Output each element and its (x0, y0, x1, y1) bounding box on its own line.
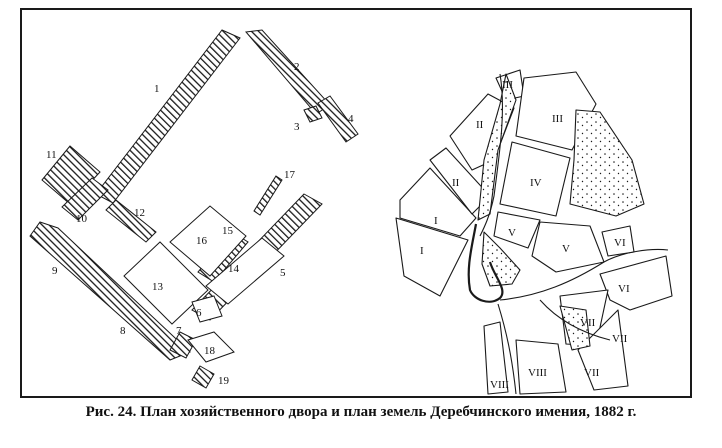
label-2: 2 (294, 61, 300, 73)
woodland-pond (481, 231, 521, 287)
field-label-VIII-a: VIII (490, 379, 509, 391)
field-VII-right (577, 309, 629, 391)
meadow-lower (559, 305, 591, 351)
farmyard-plan (29, 29, 359, 389)
label-4: 4 (348, 113, 354, 125)
field-label-VII-b: VII (612, 333, 628, 345)
label-19: 19 (218, 375, 230, 387)
field-VI-large (599, 255, 673, 311)
label-13: 13 (152, 281, 164, 293)
label-5: 5 (280, 267, 286, 279)
building-1 (95, 29, 241, 204)
building-19 (191, 365, 215, 389)
building-13 (123, 241, 209, 325)
road-north (479, 73, 503, 237)
farmyard-labels: 1 2 3 4 5 6 7 8 9 10 11 12 13 14 15 16 1… (46, 61, 354, 387)
building-3 (303, 105, 323, 123)
label-9: 9 (52, 265, 58, 277)
label-17: 17 (284, 169, 296, 181)
field-label-V-large: V (562, 243, 570, 255)
label-14: 14 (228, 263, 240, 275)
field-label-VIII-b: VIII (528, 367, 547, 379)
label-6: 6 (196, 307, 202, 319)
field-label-V-small: V (508, 227, 516, 239)
field-label-II-upper: II (476, 119, 484, 131)
building-12 (105, 199, 157, 243)
field-label-I-large: I (420, 245, 424, 257)
road-east (539, 299, 611, 341)
label-3: 3 (294, 121, 300, 133)
building-2 (245, 29, 331, 115)
building-6 (191, 295, 223, 323)
building-16 (169, 205, 247, 277)
meadow-strip (477, 73, 517, 221)
field-V-small (493, 211, 541, 249)
field-label-IV: IV (530, 177, 542, 189)
label-18: 18 (204, 345, 216, 357)
building-18 (187, 331, 235, 363)
label-16: 16 (196, 235, 208, 247)
label-1: 1 (154, 83, 160, 95)
label-8: 8 (120, 325, 126, 337)
field-V-large (531, 221, 605, 273)
label-10: 10 (76, 213, 88, 225)
building-7 (169, 331, 197, 359)
building-14 (205, 237, 285, 305)
river (467, 223, 504, 303)
land-plan (395, 69, 673, 395)
building-4 (317, 95, 359, 143)
label-11: 11 (46, 149, 57, 161)
figure-caption: Рис. 24. План хозяйственного двора и пла… (85, 404, 637, 420)
field-VIII-right (515, 339, 567, 395)
field-label-VI-large: VI (618, 283, 630, 295)
field-I-large (395, 217, 469, 297)
road-south (497, 303, 517, 395)
field-VIII-left (483, 321, 509, 395)
label-12: 12 (134, 207, 145, 219)
field-IV (499, 141, 571, 217)
land-labels: I I II II III III IV V V VI VI VII VII V… (420, 79, 630, 391)
field-label-VII-c: VII (584, 367, 600, 379)
label-15: 15 (222, 225, 234, 237)
field-label-III-small: III (502, 79, 513, 91)
building-9-8 (29, 221, 191, 361)
field-label-III-large: III (552, 113, 563, 125)
road-main (499, 249, 669, 301)
woodland-upper (569, 109, 645, 217)
field-I-upper (399, 167, 477, 237)
field-label-II-lower: II (452, 177, 460, 189)
field-label-VI-small: VI (614, 237, 626, 249)
building-10 (61, 177, 109, 221)
field-label-I-upper: I (434, 215, 438, 227)
label-7: 7 (176, 325, 182, 337)
field-label-VII-a: VII (580, 317, 596, 329)
building-17 (253, 175, 283, 216)
